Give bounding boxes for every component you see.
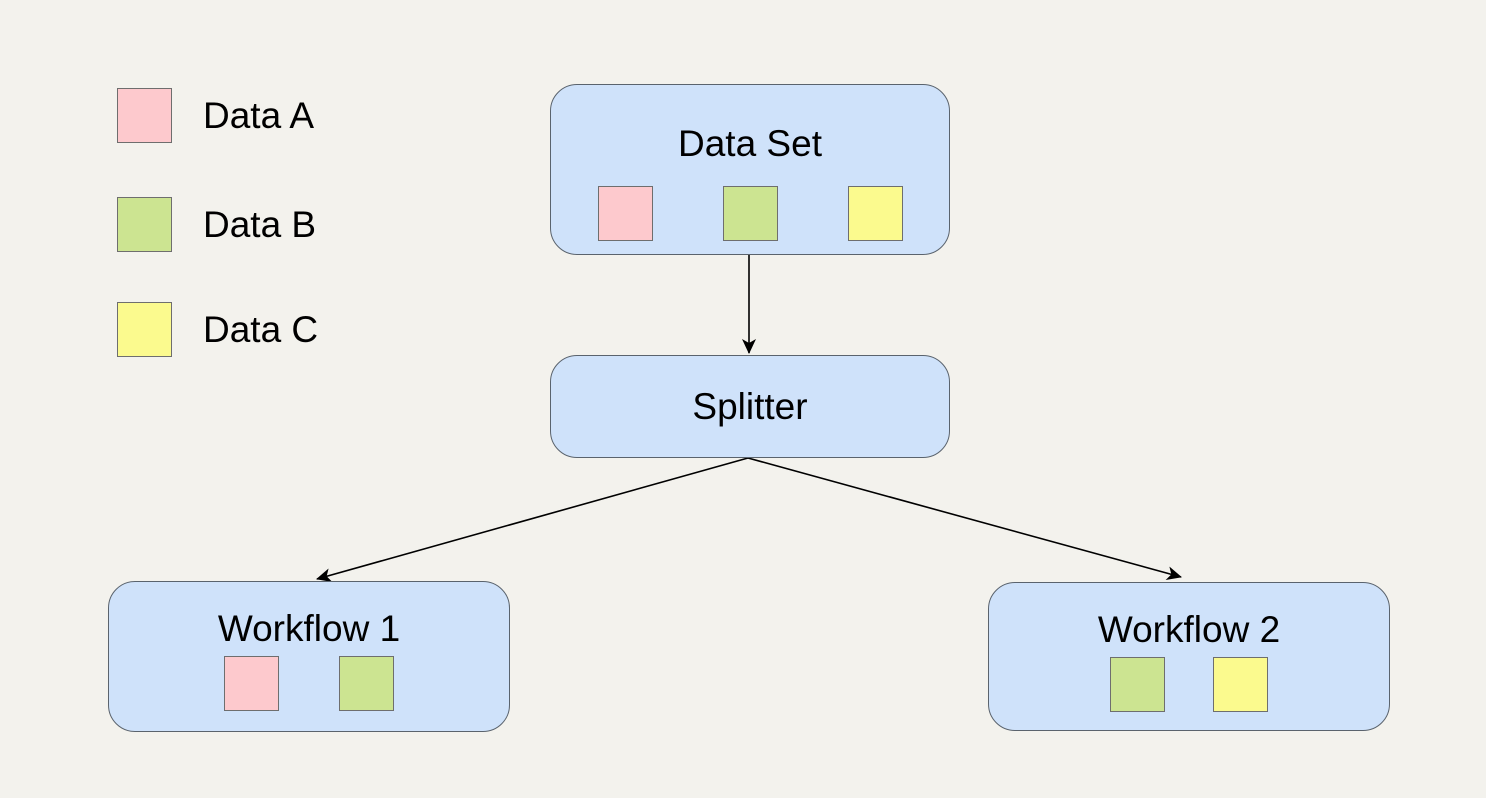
data-c-chip [847,186,903,241]
legend-label: Data B [203,203,317,245]
legend-label: Data A [203,94,315,136]
data-b-chip [339,656,394,711]
node-splitter[interactable]: Splitter [550,355,950,458]
node-title: Workflow 1 [217,608,401,649]
chip-row [1110,657,1268,712]
data-a-chip [597,186,653,241]
chip-row [597,186,903,241]
node-workflow1[interactable]: Workflow 1 [108,581,510,732]
node-title: Data Set [678,123,822,164]
node-dataset[interactable]: Data Set [550,84,950,255]
data-a-chip [224,656,279,711]
node-title: Splitter [692,385,808,427]
node-workflow2[interactable]: Workflow 2 [988,582,1390,731]
legend-item-data-c: Data C [117,302,318,357]
edge-splitter-to-workflow2 [747,457,1182,581]
chip-row [224,656,394,711]
legend-label: Data C [203,308,319,350]
legend-item-data-a: Data A [117,88,314,143]
data-c-chip [1213,657,1268,712]
node-title: Workflow 2 [1097,609,1281,650]
data-b-chip [722,186,778,241]
edge-splitter-to-workflow1 [316,457,749,582]
data-b-swatch [117,197,172,252]
data-c-swatch [117,302,172,357]
legend-item-data-b: Data B [117,197,316,252]
data-a-swatch [117,88,172,143]
data-b-chip [1110,657,1165,712]
